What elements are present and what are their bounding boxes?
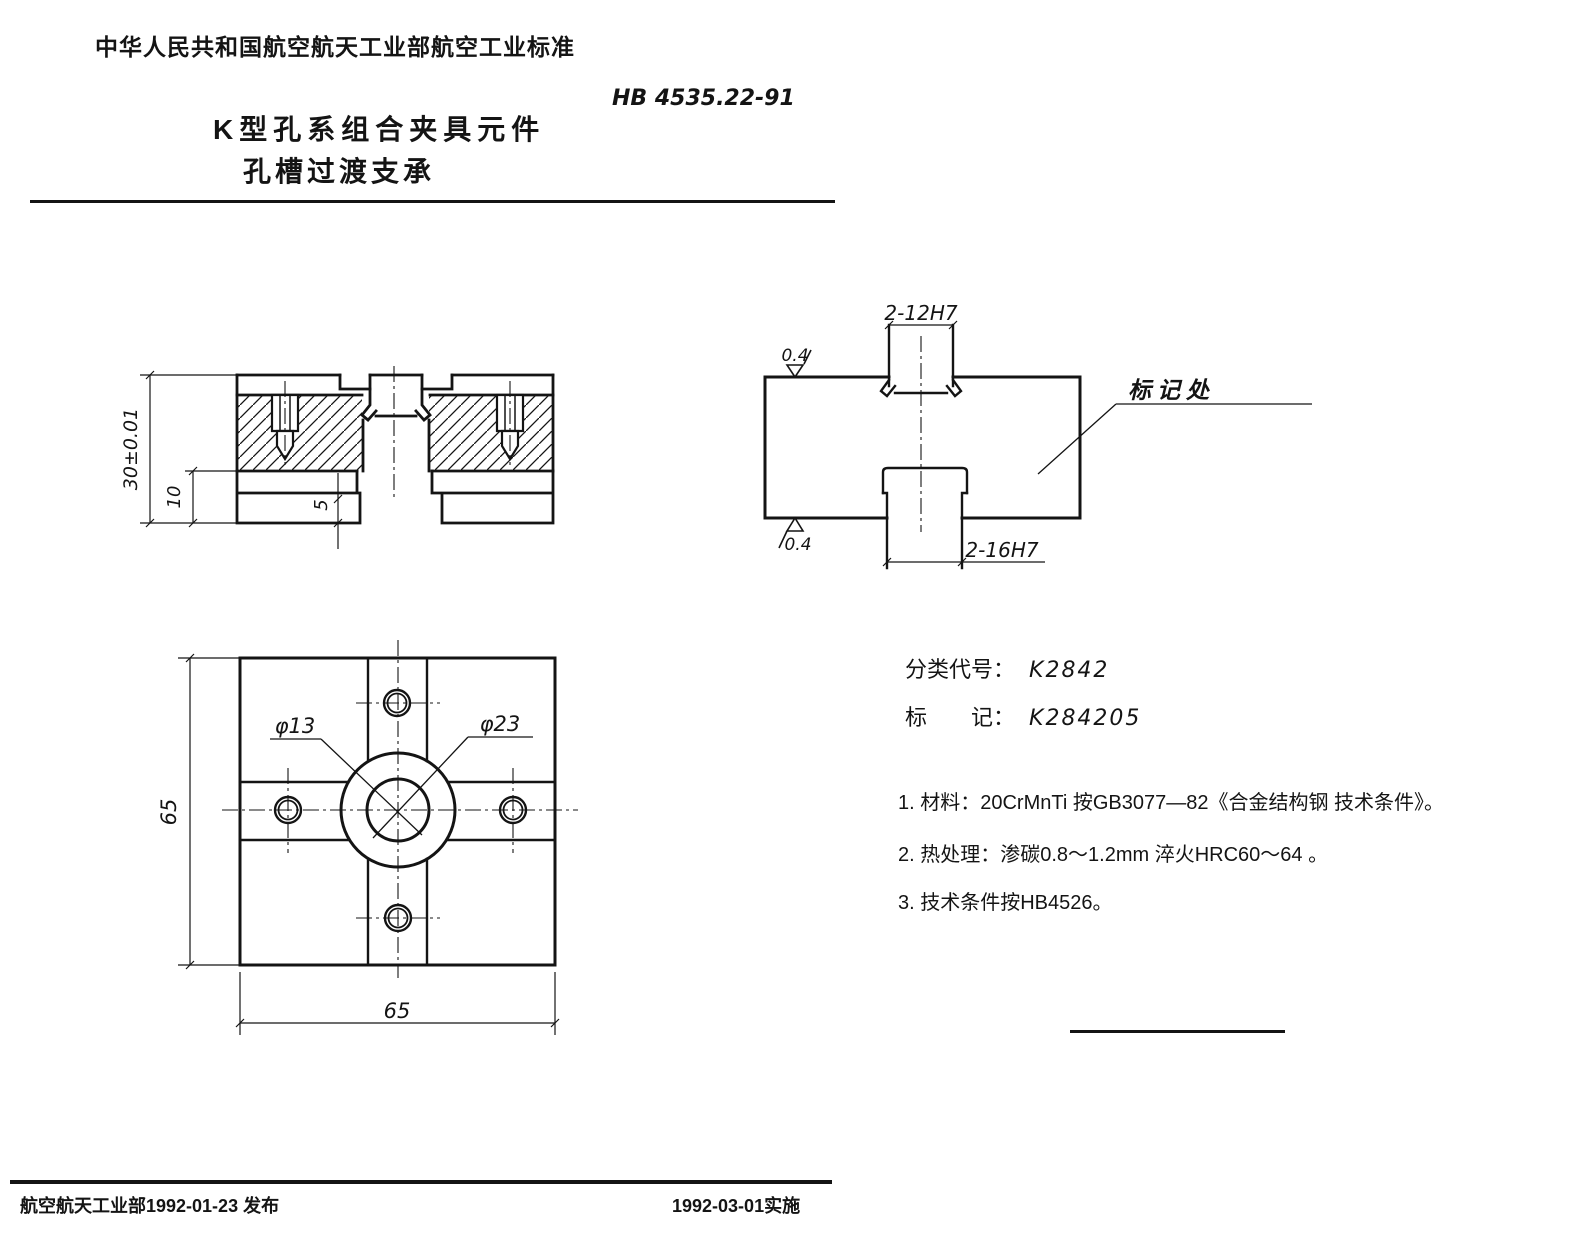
doc-title-line2: 孔槽过渡支承 <box>243 156 436 187</box>
side-dim-12h7-label: 2-12H7 <box>884 301 957 325</box>
marking-callout-leader <box>1037 403 1312 475</box>
roughness-bottom-value: 0.4 <box>784 535 811 555</box>
section-dim-30-label: 30±0.01 <box>120 408 142 490</box>
side-bottom-hole <box>881 466 969 570</box>
footer-implement-date: 1992-03-01实施 <box>672 1196 801 1216</box>
section-hatch-right <box>429 395 553 471</box>
classification-code-row: 分类代号： K2842 <box>905 652 1109 684</box>
standard-org-line: 中华人民共和国航空航天工业部航空工业标准 <box>95 34 575 60</box>
footer-rule <box>10 1180 832 1184</box>
section-dim-5 <box>333 473 343 549</box>
plan-dim-65-horizontal <box>235 972 560 1035</box>
signature-rule <box>1070 1030 1285 1033</box>
classification-code-value: K2842 <box>1029 658 1110 683</box>
marking-callout-label: 标记处 <box>1128 377 1215 403</box>
plan-slot-bands <box>238 656 557 967</box>
section-centerlines <box>284 366 511 501</box>
plan-dia-large-label: φ23 <box>480 712 521 736</box>
side-dim-16h7-label: 2-16H7 <box>965 538 1038 562</box>
roughness-symbol-bottom <box>778 516 805 549</box>
side-dim-12h7 <box>884 320 958 330</box>
plan-dia-leaders <box>270 736 533 839</box>
standard-number: HB 4535.22-91 <box>612 86 795 111</box>
roughness-symbol-top <box>785 349 812 379</box>
section-dim-30 <box>140 370 237 528</box>
plan-square-outline <box>238 656 557 967</box>
section-body-outline <box>235 373 555 525</box>
plan-dim-65-vertical-label: 65 <box>157 799 181 826</box>
plan-dim-65-horizontal-label: 65 <box>384 999 411 1023</box>
note-heat-treatment: 2. 热处理：渗碳0.8～1.2mm 淬火HRC60～64 。 <box>898 844 1329 866</box>
doc-title-line1: K型孔系组合夹具元件 <box>213 114 546 145</box>
section-dim-10-label: 10 <box>164 486 185 509</box>
section-hatch-left <box>237 395 362 471</box>
plan-view-drawing: φ13 φ23 65 65 <box>157 640 578 1035</box>
section-dim-10 <box>185 466 237 528</box>
plan-dia-small-label: φ13 <box>275 714 316 738</box>
note-technical-conditions: 3. 技术条件按HB4526。 <box>898 892 1113 914</box>
side-block-outline <box>763 375 1082 520</box>
marking-code-value: K284205 <box>1029 706 1142 731</box>
marking-code-label: 标 记： <box>905 705 1016 730</box>
roughness-top-value: 0.4 <box>781 346 808 366</box>
classification-code-label: 分类代号： <box>905 657 1016 682</box>
plan-dim-65-vertical <box>178 653 240 970</box>
marking-code-row: 标 记： K284205 <box>905 700 1141 732</box>
side-dim-16h7 <box>882 557 1045 567</box>
note-material: 1. 材料：20CrMnTi 按GB3077—82《合金结构钢 技术条件》。 <box>898 792 1445 814</box>
footer-issue-date: 航空航天工业部1992-01-23 发布 <box>20 1196 280 1216</box>
title-underline-rule <box>30 200 835 203</box>
side-view-drawing: 2-12H7 2-16H7 0.4 0.4 标记处 <box>763 301 1312 570</box>
section-dim-5-label: 5 <box>311 499 332 510</box>
section-view-drawing: 30±0.01 10 5 <box>120 366 555 549</box>
